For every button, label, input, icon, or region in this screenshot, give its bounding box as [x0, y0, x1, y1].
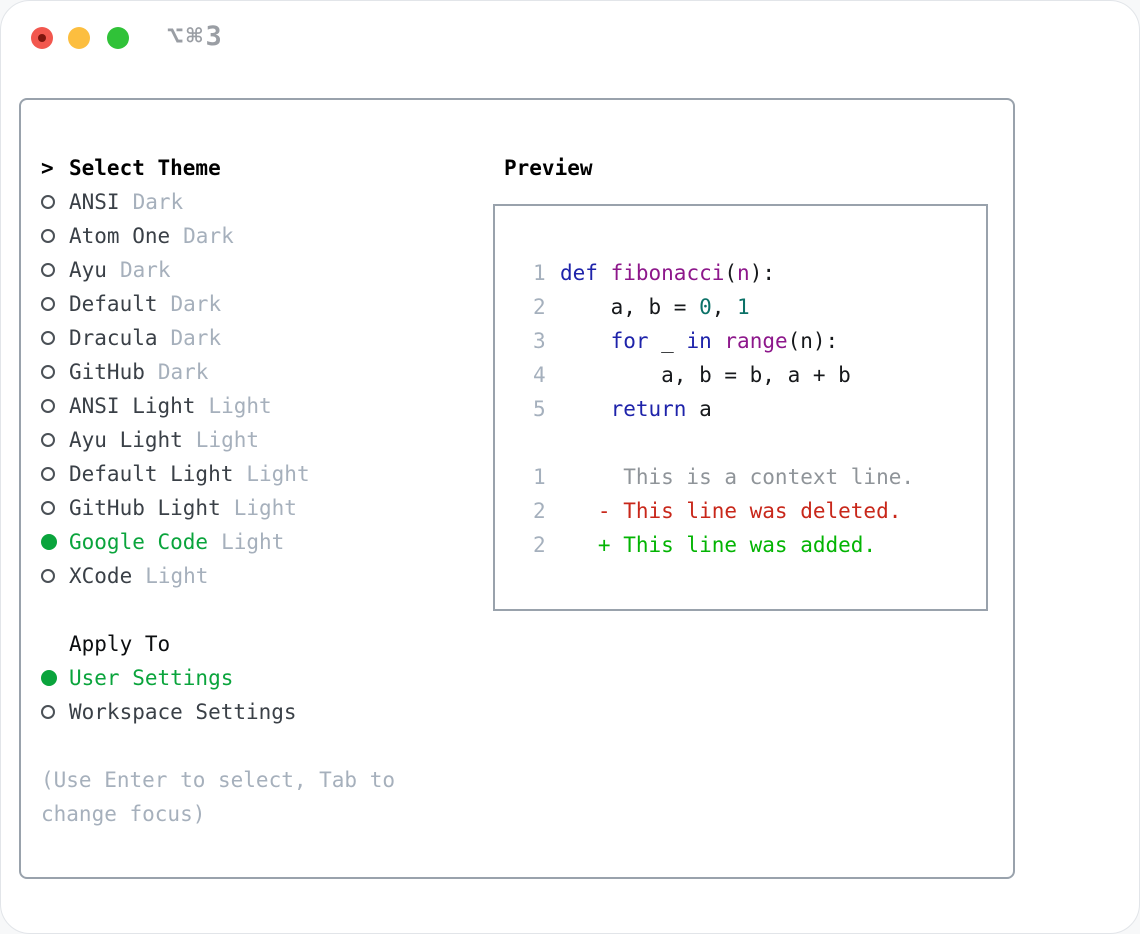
code-line: 2 a, b = 0, 1: [495, 290, 986, 324]
radio-icon: [41, 705, 55, 719]
diff-line-ctx: 1 This is a context line.: [495, 460, 986, 494]
theme-variant-tag: Dark: [170, 326, 222, 350]
theme-item-github-light[interactable]: GitHub Light Light: [41, 491, 491, 525]
apply-item-user-settings[interactable]: User Settings: [41, 661, 491, 695]
radio-icon: [41, 331, 55, 345]
theme-item-ansi-light[interactable]: ANSI Light Light: [41, 389, 491, 423]
diff-line-add: 2 + This line was added.: [495, 528, 986, 562]
theme-name: ANSI: [69, 190, 120, 214]
theme-item-ansi[interactable]: ANSI Dark: [41, 185, 491, 219]
theme-variant-tag: Dark: [157, 360, 209, 384]
theme-variant-tag: Dark: [119, 258, 171, 282]
radio-selected-icon: [41, 534, 57, 550]
close-icon[interactable]: [31, 27, 53, 49]
theme-item-default[interactable]: Default Dark: [41, 287, 491, 321]
spacer: [41, 729, 491, 763]
radio-icon: [41, 467, 55, 481]
line-number: 2: [533, 499, 546, 523]
line-number: 5: [533, 397, 546, 421]
apply-to-title: Apply To: [69, 632, 171, 656]
apply-target-name: Workspace Settings: [69, 700, 297, 724]
code-line: 5 return a: [495, 392, 986, 426]
diff-text: - This line was deleted.: [560, 499, 902, 523]
theme-item-atom-one[interactable]: Atom One Dark: [41, 219, 491, 253]
spacer: [495, 426, 986, 460]
line-number: 2: [533, 295, 546, 319]
theme-item-xcode[interactable]: XCode Light: [41, 559, 491, 593]
radio-icon: [41, 297, 55, 311]
spacer: [41, 593, 491, 627]
theme-variant-tag: Dark: [183, 224, 234, 248]
radio-selected-icon: [41, 670, 57, 686]
line-number: 1: [533, 261, 546, 285]
theme-item-ayu-light[interactable]: Ayu Light Light: [41, 423, 491, 457]
select-theme-header: > Select Theme: [41, 151, 491, 185]
radio-icon: [41, 229, 55, 243]
theme-name: GitHub: [69, 360, 145, 384]
theme-variant-tag: Light: [246, 462, 310, 486]
diff-line-del: 2 - This line was deleted.: [495, 494, 986, 528]
theme-item-github[interactable]: GitHub Dark: [41, 355, 491, 389]
theme-name: Default: [69, 292, 158, 316]
apply-target-name: User Settings: [69, 666, 234, 690]
window-shortcut: ⌥⌘3: [167, 21, 225, 52]
theme-item-dracula[interactable]: Dracula Dark: [41, 321, 491, 355]
radio-icon: [41, 263, 55, 277]
theme-variant-tag: Dark: [132, 190, 184, 214]
apply-item-workspace-settings[interactable]: Workspace Settings: [41, 695, 491, 729]
apply-to-header: Apply To: [41, 627, 491, 661]
keyboard-hint: (Use Enter to select, Tab to change focu…: [41, 768, 396, 826]
line-number: 1: [533, 465, 546, 489]
theme-name: Ayu: [69, 258, 107, 282]
code-line: 1 def fibonacci(n):: [495, 256, 986, 290]
radio-icon: [41, 365, 55, 379]
minimize-icon[interactable]: [68, 27, 90, 49]
zoom-icon[interactable]: [107, 27, 129, 49]
radio-icon: [41, 501, 55, 515]
line-number: 3: [533, 329, 546, 353]
radio-icon: [41, 433, 55, 447]
theme-name: ANSI Light: [69, 394, 196, 418]
theme-name: GitHub Light: [69, 496, 221, 520]
code-text: a, b = 0, 1: [560, 295, 750, 319]
theme-name: Dracula: [69, 326, 158, 350]
theme-variant-tag: Light: [233, 496, 297, 520]
code-text: return a: [610, 397, 712, 421]
theme-name: Google Code: [69, 530, 209, 554]
theme-variant-tag: Light: [145, 564, 209, 588]
titlebar: ⌥⌘3: [1, 1, 1139, 75]
radio-icon: [41, 569, 55, 583]
theme-variant-tag: Light: [208, 394, 272, 418]
theme-item-default-light[interactable]: Default Light Light: [41, 457, 491, 491]
cursor-marker-icon: >: [41, 156, 54, 180]
code-text: for _ in range(n):: [610, 329, 839, 353]
theme-variant-tag: Dark: [170, 292, 222, 316]
theme-name: Ayu Light: [69, 428, 183, 452]
code-text: a, b = b, a + b: [560, 363, 851, 387]
theme-variant-tag: Light: [195, 428, 260, 452]
code-line: 4 a, b = b, a + b: [495, 358, 986, 392]
theme-variant-tag: Light: [221, 530, 285, 554]
code-line: 3 for _ in range(n):: [495, 324, 986, 358]
line-number: 2: [533, 533, 546, 557]
theme-name: XCode: [69, 564, 133, 588]
preview-title: Preview: [504, 156, 593, 180]
theme-item-google-code[interactable]: Google Code Light: [41, 525, 491, 559]
radio-icon: [41, 195, 55, 209]
radio-icon: [41, 399, 55, 413]
theme-name: Default Light: [69, 462, 234, 486]
diff-text: + This line was added.: [560, 533, 877, 557]
code-text: def fibonacci(n):: [560, 261, 775, 285]
select-theme-title: Select Theme: [69, 156, 221, 180]
line-number: 4: [533, 363, 546, 387]
theme-item-ayu[interactable]: Ayu Dark: [41, 253, 491, 287]
diff-text: This is a context line.: [560, 465, 915, 489]
theme-name: Atom One: [69, 224, 171, 248]
